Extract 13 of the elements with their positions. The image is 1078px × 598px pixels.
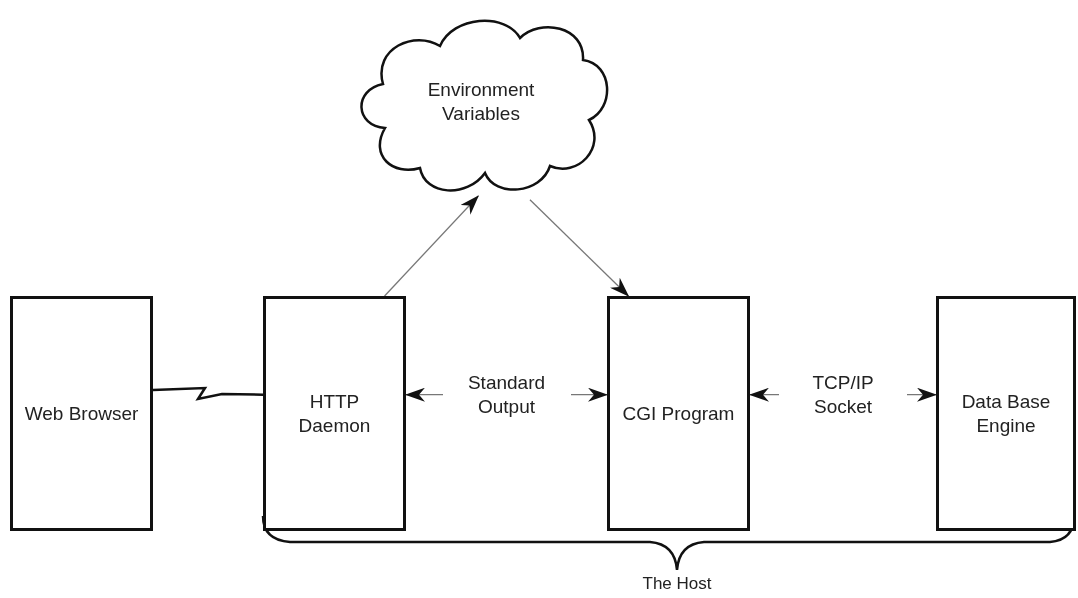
arrow	[529, 199, 630, 297]
process-box	[607, 296, 750, 531]
node-label: CGI Program	[621, 401, 736, 426]
zigzag-link	[152, 386, 264, 401]
process-box	[263, 296, 406, 531]
process-box	[10, 296, 153, 531]
arrow	[383, 195, 479, 297]
node-label: Environment Variables	[426, 78, 536, 126]
node-label: HTTP Daemon	[297, 389, 372, 438]
group-label: The Host	[642, 574, 712, 594]
node-label: Web Browser	[23, 401, 140, 426]
node-label: Data Base Engine	[960, 389, 1052, 438]
process-box	[936, 296, 1076, 531]
